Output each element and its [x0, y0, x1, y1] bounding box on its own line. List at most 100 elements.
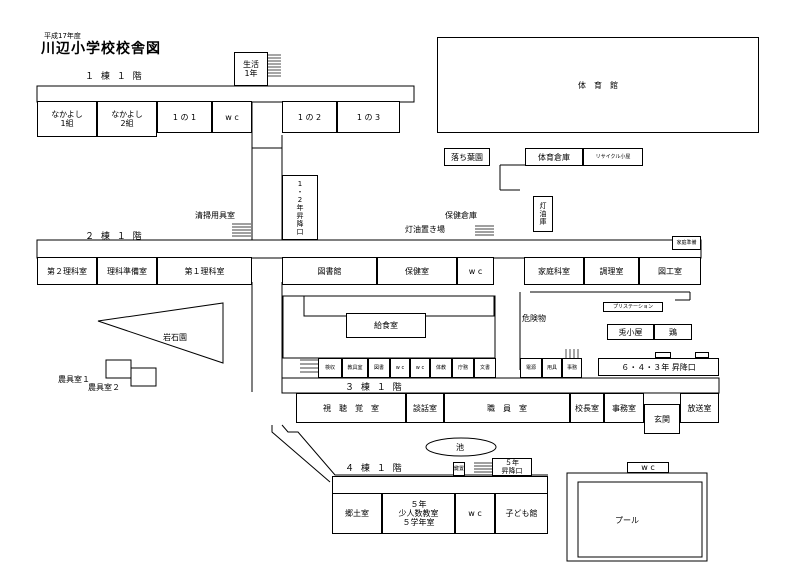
room-label: 第２理科室	[47, 266, 87, 276]
room-label: w c	[395, 365, 405, 371]
room-jimu-small: 事務	[562, 358, 582, 378]
room-label: 事務室	[612, 403, 636, 413]
room-cooking: 調理室	[584, 257, 639, 285]
room-wc-pool: w c	[627, 462, 669, 473]
room-label: 鍵置	[454, 466, 465, 472]
room-label: 放送室	[687, 403, 712, 413]
floor-label-building2: ２ 棟 １ 階	[85, 232, 144, 242]
floor-label-building4: ４ 棟 １ 階	[345, 464, 404, 474]
room-label: 生活 1年	[243, 60, 259, 78]
room-talk: 談話室	[406, 393, 444, 423]
room-home-prep: 家庭準備	[672, 236, 701, 250]
room-label: なかよし 2組	[111, 110, 143, 128]
room-1-1: 1 の 1	[157, 101, 212, 133]
label-rock-garden: 岩石園	[163, 333, 187, 342]
page-title: 川辺小学校校舎図	[41, 41, 161, 57]
stair-marker	[695, 352, 709, 358]
room-taikyo: 体教	[430, 358, 452, 378]
label-tool-room-1: 農具室１	[58, 375, 90, 384]
room-label: 家庭科室	[538, 266, 570, 276]
room-recycle: リサイクル小屋	[583, 148, 643, 166]
stair-6-4-3: ６・４・３年 昇降口	[598, 358, 719, 376]
room-home-ec: 家庭科室	[524, 257, 584, 285]
room-office: 事務室	[604, 393, 644, 423]
label-pond: 池	[456, 443, 464, 452]
room-chicken: 鶏	[654, 324, 692, 340]
room-label: ５年 昇降口	[501, 459, 523, 475]
room-rabbit-hut: 兎小屋	[607, 324, 654, 340]
room-label: 郷土室	[345, 509, 369, 518]
room-av: 視 聴 覚 室	[296, 393, 406, 423]
room-label: 1 の 3	[356, 112, 381, 122]
stair-5: ５年 昇降口	[492, 458, 532, 476]
room-science-prep: 理科準備室	[97, 257, 157, 285]
room-label: 調理室	[599, 266, 624, 276]
room-wc-small-b: w c	[410, 358, 430, 378]
room-label: 談話室	[413, 403, 437, 413]
room-label: w c	[415, 365, 425, 371]
room-1-3: 1 の 3	[337, 101, 400, 133]
label-tool-room-2: 農具室２	[88, 383, 120, 392]
room-label: 保健室	[405, 266, 429, 276]
room-broadcast: 放送室	[680, 393, 719, 423]
room-label: w c	[468, 509, 482, 518]
room-label: リサイクル小屋	[595, 154, 631, 160]
room-library: 図書館	[282, 257, 377, 285]
room-label: w c	[468, 266, 483, 276]
room-label: 1 の 2	[297, 112, 322, 122]
room-kyushoku: 給食室	[346, 313, 426, 338]
room-label: 電源	[525, 365, 536, 371]
floor-label-building1: １ 棟 １ 階	[85, 72, 144, 82]
room-label: 検収	[324, 365, 335, 371]
room-label: なかよし 1組	[51, 110, 83, 128]
room-label: 体 育 館	[578, 80, 618, 90]
room-crafts: 図工室	[639, 257, 701, 285]
room-label: 理科準備室	[107, 266, 147, 276]
room-housou-small: 文書	[474, 358, 496, 378]
room-label: 体育倉庫	[538, 152, 570, 162]
room-label: 文書	[479, 365, 490, 371]
room-label: 1 の 1	[172, 112, 197, 122]
room-label: 家庭準備	[676, 240, 697, 246]
room-label: 体教	[435, 365, 446, 371]
room-label: 図工室	[658, 266, 682, 276]
room-primestation: プリステーション	[603, 302, 663, 312]
room-label: 図書	[373, 365, 384, 371]
stair-1-2: 1 ・ 2 年 昇 降 口	[282, 175, 318, 240]
label-pool: プール	[615, 516, 639, 525]
room-denki: 電源	[520, 358, 542, 378]
room-label: 事務	[566, 365, 577, 371]
room-wc-small-a: w c	[390, 358, 410, 378]
room-label: 1 ・ 2 年 昇 降 口	[296, 179, 304, 236]
room-label: 用具	[546, 365, 557, 371]
room-kyodo: 郷土室	[332, 493, 382, 534]
label-danger: 危険物	[522, 314, 546, 323]
room-keys: 鍵置	[453, 462, 465, 476]
room-ochiba: 落ち葉園	[444, 148, 490, 166]
room-label: 兎小屋	[618, 327, 643, 337]
room-label: 第１理科室	[184, 266, 225, 276]
room-label: 灯 油 庫	[539, 202, 547, 226]
room-wc-building1: w c	[212, 101, 252, 133]
room-kyougu: 教具室	[342, 358, 368, 378]
room-wc-building2: w c	[457, 257, 494, 285]
room-label: 職 員 室	[487, 403, 527, 413]
room-health: 保健室	[377, 257, 457, 285]
room-label: 落ち葉園	[451, 152, 483, 162]
label-cleaning: 清掃用具室	[195, 211, 235, 220]
room-label: プリステーション	[613, 304, 653, 310]
room-science-2: 第２理科室	[37, 257, 97, 285]
room-label: 給食室	[374, 321, 398, 330]
label-health-storage: 保健倉庫	[445, 211, 477, 220]
room-1-2: 1 の 2	[282, 101, 337, 133]
room-kenshu: 検収	[318, 358, 342, 378]
room-label: 庁務	[457, 365, 468, 371]
room-5th-grade: ５年 少人数教室 ５学年室	[382, 493, 455, 534]
label-kerosene-place: 灯油置き場	[405, 225, 445, 234]
room-staff: 職 員 室	[444, 393, 570, 423]
room-label: 子ども館	[505, 509, 538, 518]
floor-label-building3: ３ 棟 １ 階	[345, 383, 404, 393]
room-label: 図書館	[317, 266, 342, 276]
room-label: w c	[225, 112, 239, 122]
room-nakayoshi-1: なかよし 1組	[37, 101, 97, 137]
